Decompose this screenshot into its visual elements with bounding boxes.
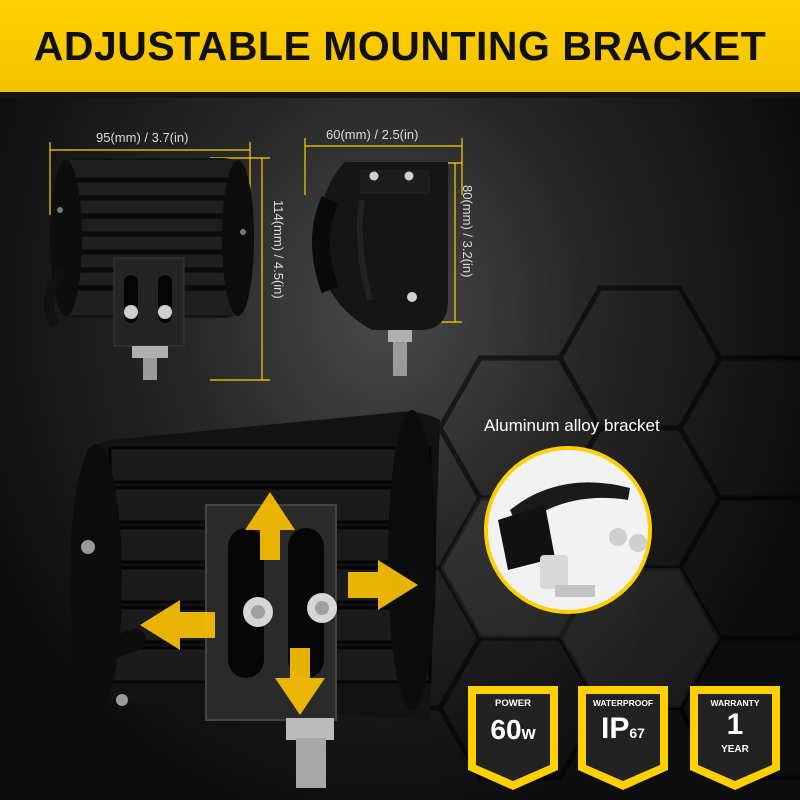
expand-arrows-icon [140,492,418,715]
badge-waterproof-ip: IP [601,712,630,745]
front-view-light [43,158,254,380]
badge-warranty-number: 1 [726,708,744,741]
badge-power-number: 60 [490,714,522,745]
bracket-callout-image [484,446,652,614]
badge-waterproof [578,686,668,790]
bracket-callout-label: Aluminum alloy bracket [484,416,660,435]
badge-waterproof-value: IP67 [586,712,660,746]
badge-warranty-label: WARRANTY [710,698,760,708]
badge-power [468,686,558,790]
badge-warranty [690,686,780,790]
badge-power-label: POWER [495,698,531,709]
depth-dimension-label: 60(mm) / 2.5(in) [326,127,419,142]
side-view-light [312,162,448,376]
badge-warranty-unit: YEAR [721,744,749,755]
badge-power-value: 60w [476,714,550,746]
width-dimension-label: 95(mm) / 3.7(in) [96,130,189,145]
side-height-dimension-label: 80(mm) / 3.2(in) [460,185,475,278]
page-title: ADJUSTABLE MOUNTING BRACKET [33,22,767,69]
header-banner: ADJUSTABLE MOUNTING BRACKET [0,0,800,98]
height-dimension-label: 114(mm) / 4.5(in) [271,200,286,299]
badge-waterproof-rating: 67 [629,725,645,741]
badge-power-unit: w [521,723,536,743]
badges [468,686,780,790]
badge-waterproof-label: WATERPROOF [592,698,654,708]
